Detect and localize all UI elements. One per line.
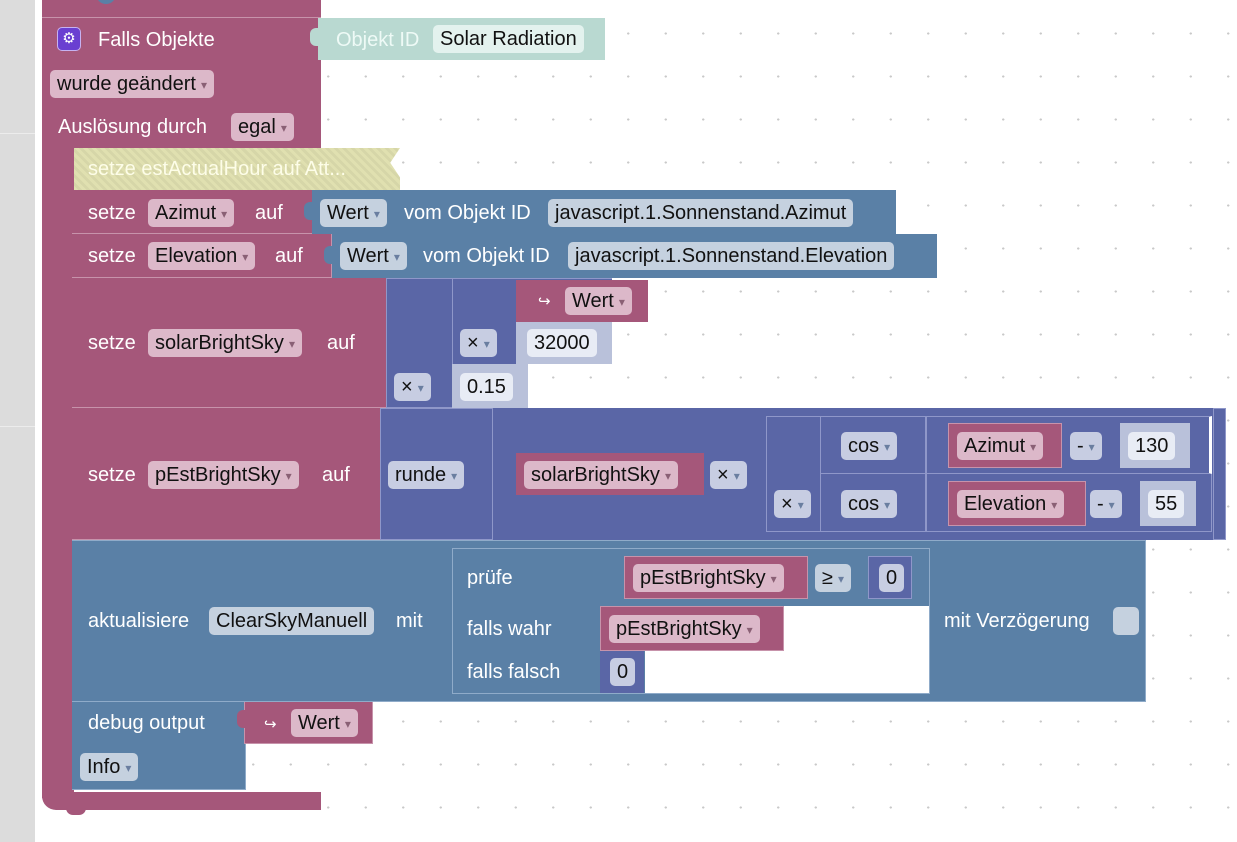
variable-dropdown-pest[interactable]: pEstBrightSky [148, 461, 299, 489]
update-keyword: aktualisiere [88, 610, 190, 632]
arrow-icon: ↪ [538, 293, 551, 310]
divider [0, 133, 35, 134]
variable-dropdown-compare[interactable]: pEstBrightSky [633, 564, 784, 592]
disabled-comment-block[interactable] [74, 148, 400, 190]
variable-dropdown-azimut[interactable]: Azimut [148, 199, 235, 227]
object-id-field[interactable]: Solar Radiation [433, 25, 584, 53]
number-field[interactable]: 55 [1148, 490, 1185, 518]
number-field[interactable]: 0 [610, 658, 636, 686]
minus-dropdown[interactable]: - [1090, 490, 1122, 518]
compare-operator-dropdown[interactable]: ≥ [815, 564, 852, 592]
connector-nub [96, 0, 116, 4]
toolbox-strip [0, 0, 35, 842]
number-field[interactable]: 0 [879, 564, 905, 592]
variable-dropdown-solar-ref[interactable]: solarBrightSky [524, 461, 678, 489]
set-keyword: setze [88, 464, 136, 486]
cos-block-azimut[interactable] [820, 416, 1212, 474]
delay-label: mit Verzögerung [944, 610, 1090, 632]
connector-notch [237, 710, 247, 728]
operator-dropdown[interactable]: × [710, 461, 747, 489]
previous-block-bottom[interactable] [42, 0, 321, 18]
to-label: auf [255, 202, 283, 224]
update-target-field[interactable]: ClearSkyManuell [209, 607, 375, 635]
with-label: mit [396, 610, 423, 632]
value-type-dropdown[interactable]: Wert [320, 199, 387, 227]
number-field[interactable]: 130 [1128, 432, 1176, 460]
number-field[interactable]: 0.15 [460, 373, 513, 401]
set-keyword: setze [88, 332, 136, 354]
variable-dropdown-wert[interactable]: Wert [565, 287, 632, 315]
variable-dropdown-debug[interactable]: Wert [291, 709, 358, 737]
operator-dropdown[interactable]: × [460, 329, 497, 357]
operator-dropdown[interactable]: × [394, 373, 431, 401]
trigger-bottom-connector [66, 808, 86, 815]
variable-dropdown-elevation-ref[interactable]: Elevation [957, 490, 1065, 518]
trigger-block-spine [42, 148, 74, 798]
to-label: auf [275, 245, 303, 267]
to-label: auf [322, 464, 350, 486]
cos-block-elevation[interactable] [820, 474, 1212, 532]
set-keyword: setze [88, 245, 136, 267]
trigger-block-footer [42, 792, 321, 810]
gear-icon[interactable]: ⚙ [57, 27, 81, 51]
connector-notch [324, 246, 334, 264]
cos-dropdown[interactable]: cos [841, 432, 898, 460]
round-dropdown[interactable]: runde [388, 461, 465, 489]
variable-dropdown-true[interactable]: pEstBrightSky [609, 615, 760, 643]
debug-keyword: debug output [88, 712, 205, 734]
operator-dropdown[interactable]: × [774, 490, 811, 518]
variable-dropdown-solar[interactable]: solarBrightSky [148, 329, 302, 357]
set-keyword: setze [88, 202, 136, 224]
variable-dropdown-elevation[interactable]: Elevation [148, 242, 256, 270]
trigger-title: Falls Objekte [98, 29, 215, 51]
from-object-label: vom Objekt ID [423, 245, 550, 267]
true-label: falls wahr [467, 618, 552, 640]
minus-dropdown[interactable]: - [1070, 432, 1102, 460]
cos-dropdown[interactable]: cos [841, 490, 898, 518]
value-type-dropdown[interactable]: Wert [340, 242, 407, 270]
to-label: auf [327, 332, 355, 354]
connector-notch [310, 28, 320, 46]
object-id-field-azimut[interactable]: javascript.1.Sonnenstand.Azimut [548, 199, 854, 227]
number-field[interactable]: 32000 [527, 329, 597, 357]
check-label: prüfe [467, 567, 513, 589]
condition-dropdown[interactable]: wurde geändert [50, 70, 215, 98]
trigger-by-label: Auslösung durch [58, 116, 207, 138]
object-id-label: Objekt ID [336, 29, 420, 51]
delay-checkbox[interactable] [1113, 607, 1139, 635]
arrow-icon: ↪ [264, 716, 277, 733]
false-label: falls falsch [467, 661, 561, 683]
comment-text: setze estActualHour auf Att... [88, 158, 346, 180]
trigger-by-dropdown[interactable]: egal [231, 113, 294, 141]
connector-notch [304, 202, 314, 220]
divider [0, 426, 35, 427]
object-id-field-elevation[interactable]: javascript.1.Sonnenstand.Elevation [568, 242, 895, 270]
variable-dropdown-azimut-ref[interactable]: Azimut [957, 432, 1044, 460]
log-level-dropdown[interactable]: Info [80, 753, 139, 781]
from-object-label: vom Objekt ID [404, 202, 531, 224]
